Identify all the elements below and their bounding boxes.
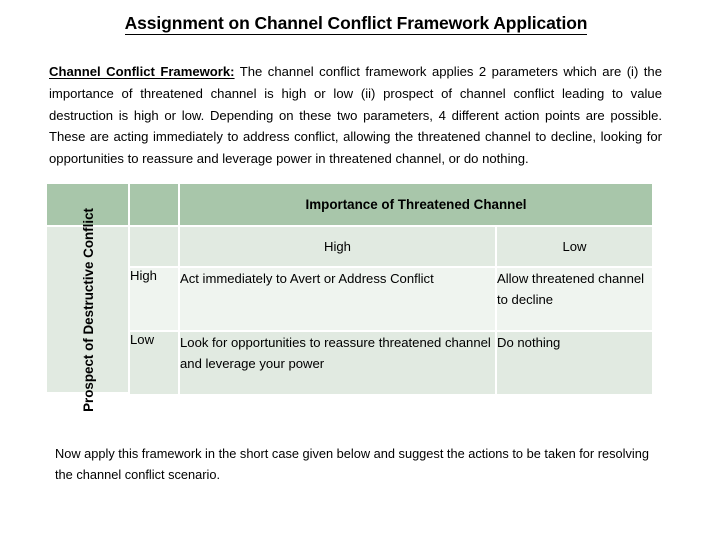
matrix-row-label-low: Low (130, 332, 180, 394)
matrix-cell-high-high: Act immediately to Avert or Address Conf… (180, 268, 497, 332)
intro-lead-label: Channel Conflict Framework: (49, 64, 235, 80)
matrix-row-high: High Act immediately to Avert or Address… (47, 268, 653, 332)
matrix-cell-low-low: Do nothing (497, 332, 653, 394)
intro-body-text: The channel conflict framework applies 2… (49, 64, 662, 167)
matrix-row-label-high: High (130, 268, 180, 332)
matrix-corner-cell-a (47, 184, 130, 227)
matrix-header-row: Importance of Threatened Channel (47, 184, 653, 227)
matrix-subheader-blank (130, 227, 180, 268)
matrix-subheader-row: Prospect of Destructive Conflict High Lo… (47, 208, 653, 411)
matrix-row-header-line2: Destructive Conflict (81, 207, 96, 335)
matrix-row-low: Low Look for opportunities to reassure t… (47, 332, 653, 394)
matrix-row-header-text: Prospect of Destructive Conflict (79, 208, 98, 412)
matrix-corner-cell-b (130, 184, 180, 227)
closing-paragraph: Now apply this framework in the short ca… (55, 445, 649, 483)
intro-paragraph: Channel Conflict Framework: The channel … (49, 61, 662, 170)
channel-conflict-matrix: Importance of Threatened Channel Prospec… (47, 184, 653, 411)
matrix-row-header-vertical: Prospect of Destructive Conflict (47, 208, 130, 412)
matrix-column-header: Importance of Threatened Channel (180, 184, 653, 227)
matrix-cell-low-high: Look for opportunities to reassure threa… (180, 332, 497, 394)
matrix-col-label-low: Low (497, 227, 653, 268)
matrix-row-header-wrap: Prospect of Destructive Conflict (47, 208, 130, 412)
page-title-text: Assignment on Channel Conflict Framework… (124, 13, 588, 35)
matrix-cell-high-low: Allow threatened channel to decline (497, 268, 653, 332)
page-title: Assignment on Channel Conflict Framework… (0, 12, 712, 35)
matrix-row-header-line1: Prospect of (81, 337, 96, 412)
matrix-col-label-high: High (180, 227, 497, 268)
